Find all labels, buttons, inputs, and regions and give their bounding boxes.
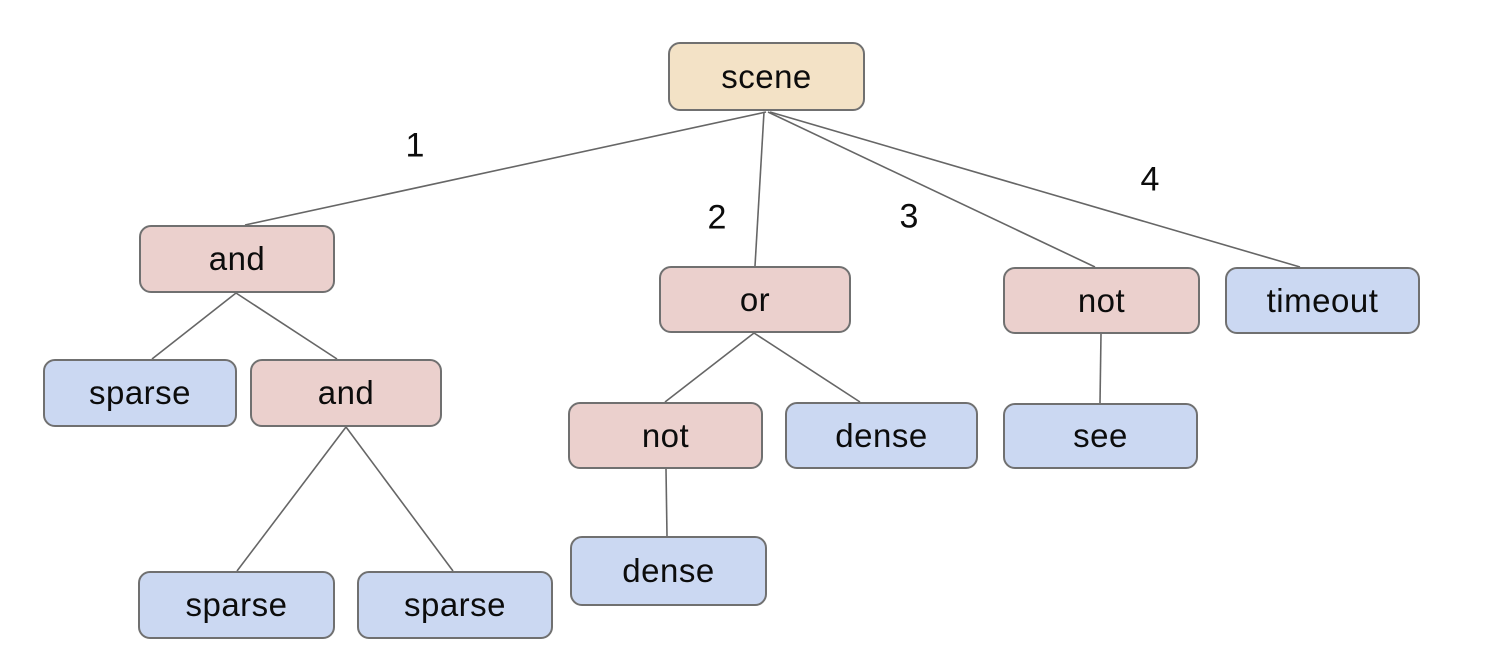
edge-label-2: 2 bbox=[707, 198, 727, 237]
edge-scene-timeout1 bbox=[769, 111, 1301, 268]
edge-and2-sparse3 bbox=[345, 426, 454, 572]
edge-label-1: 1 bbox=[405, 126, 425, 165]
node-label: sparse bbox=[185, 586, 288, 623]
node-label: and bbox=[208, 240, 266, 277]
node-label: not bbox=[1077, 281, 1126, 319]
edge-not1-see1 bbox=[1099, 333, 1102, 404]
node-label: sparse bbox=[403, 586, 507, 623]
node-label: not bbox=[641, 416, 690, 454]
node-and2: and bbox=[250, 359, 442, 427]
node-label: scene bbox=[721, 57, 812, 95]
edge-label-4: 4 bbox=[1140, 160, 1160, 199]
node-see1: see bbox=[1003, 403, 1198, 469]
node-label: sparse bbox=[88, 374, 192, 411]
edge-not2-dense2 bbox=[665, 468, 668, 537]
edge-or1-not2 bbox=[664, 332, 755, 403]
edge-scene-and1 bbox=[244, 111, 767, 226]
edge-scene-not1 bbox=[767, 111, 1096, 268]
node-dense2: dense bbox=[570, 536, 767, 606]
node-sparse2: sparse bbox=[138, 571, 335, 639]
node-label: timeout bbox=[1266, 281, 1379, 319]
node-not1: not bbox=[1003, 267, 1200, 334]
node-scene: scene bbox=[668, 42, 865, 111]
node-label: and bbox=[317, 374, 375, 411]
edge-and1-and2 bbox=[235, 292, 338, 360]
node-or1: or bbox=[659, 266, 851, 333]
edge-label-3: 3 bbox=[899, 197, 919, 236]
edge-or1-dense1 bbox=[753, 332, 861, 403]
node-label: dense bbox=[622, 552, 715, 589]
node-label: see bbox=[1073, 417, 1128, 454]
node-sparse1: sparse bbox=[43, 359, 237, 427]
edge-and1-sparse1 bbox=[151, 292, 237, 360]
node-dense1: dense bbox=[785, 402, 978, 469]
edge-and2-sparse2 bbox=[236, 426, 347, 572]
node-and1: and bbox=[139, 225, 335, 293]
node-sparse3: sparse bbox=[357, 571, 553, 639]
node-timeout1: timeout bbox=[1225, 267, 1420, 334]
edge-scene-or1 bbox=[754, 111, 765, 267]
node-label: dense bbox=[835, 416, 928, 454]
node-not2: not bbox=[568, 402, 763, 469]
node-label: or bbox=[739, 280, 771, 318]
